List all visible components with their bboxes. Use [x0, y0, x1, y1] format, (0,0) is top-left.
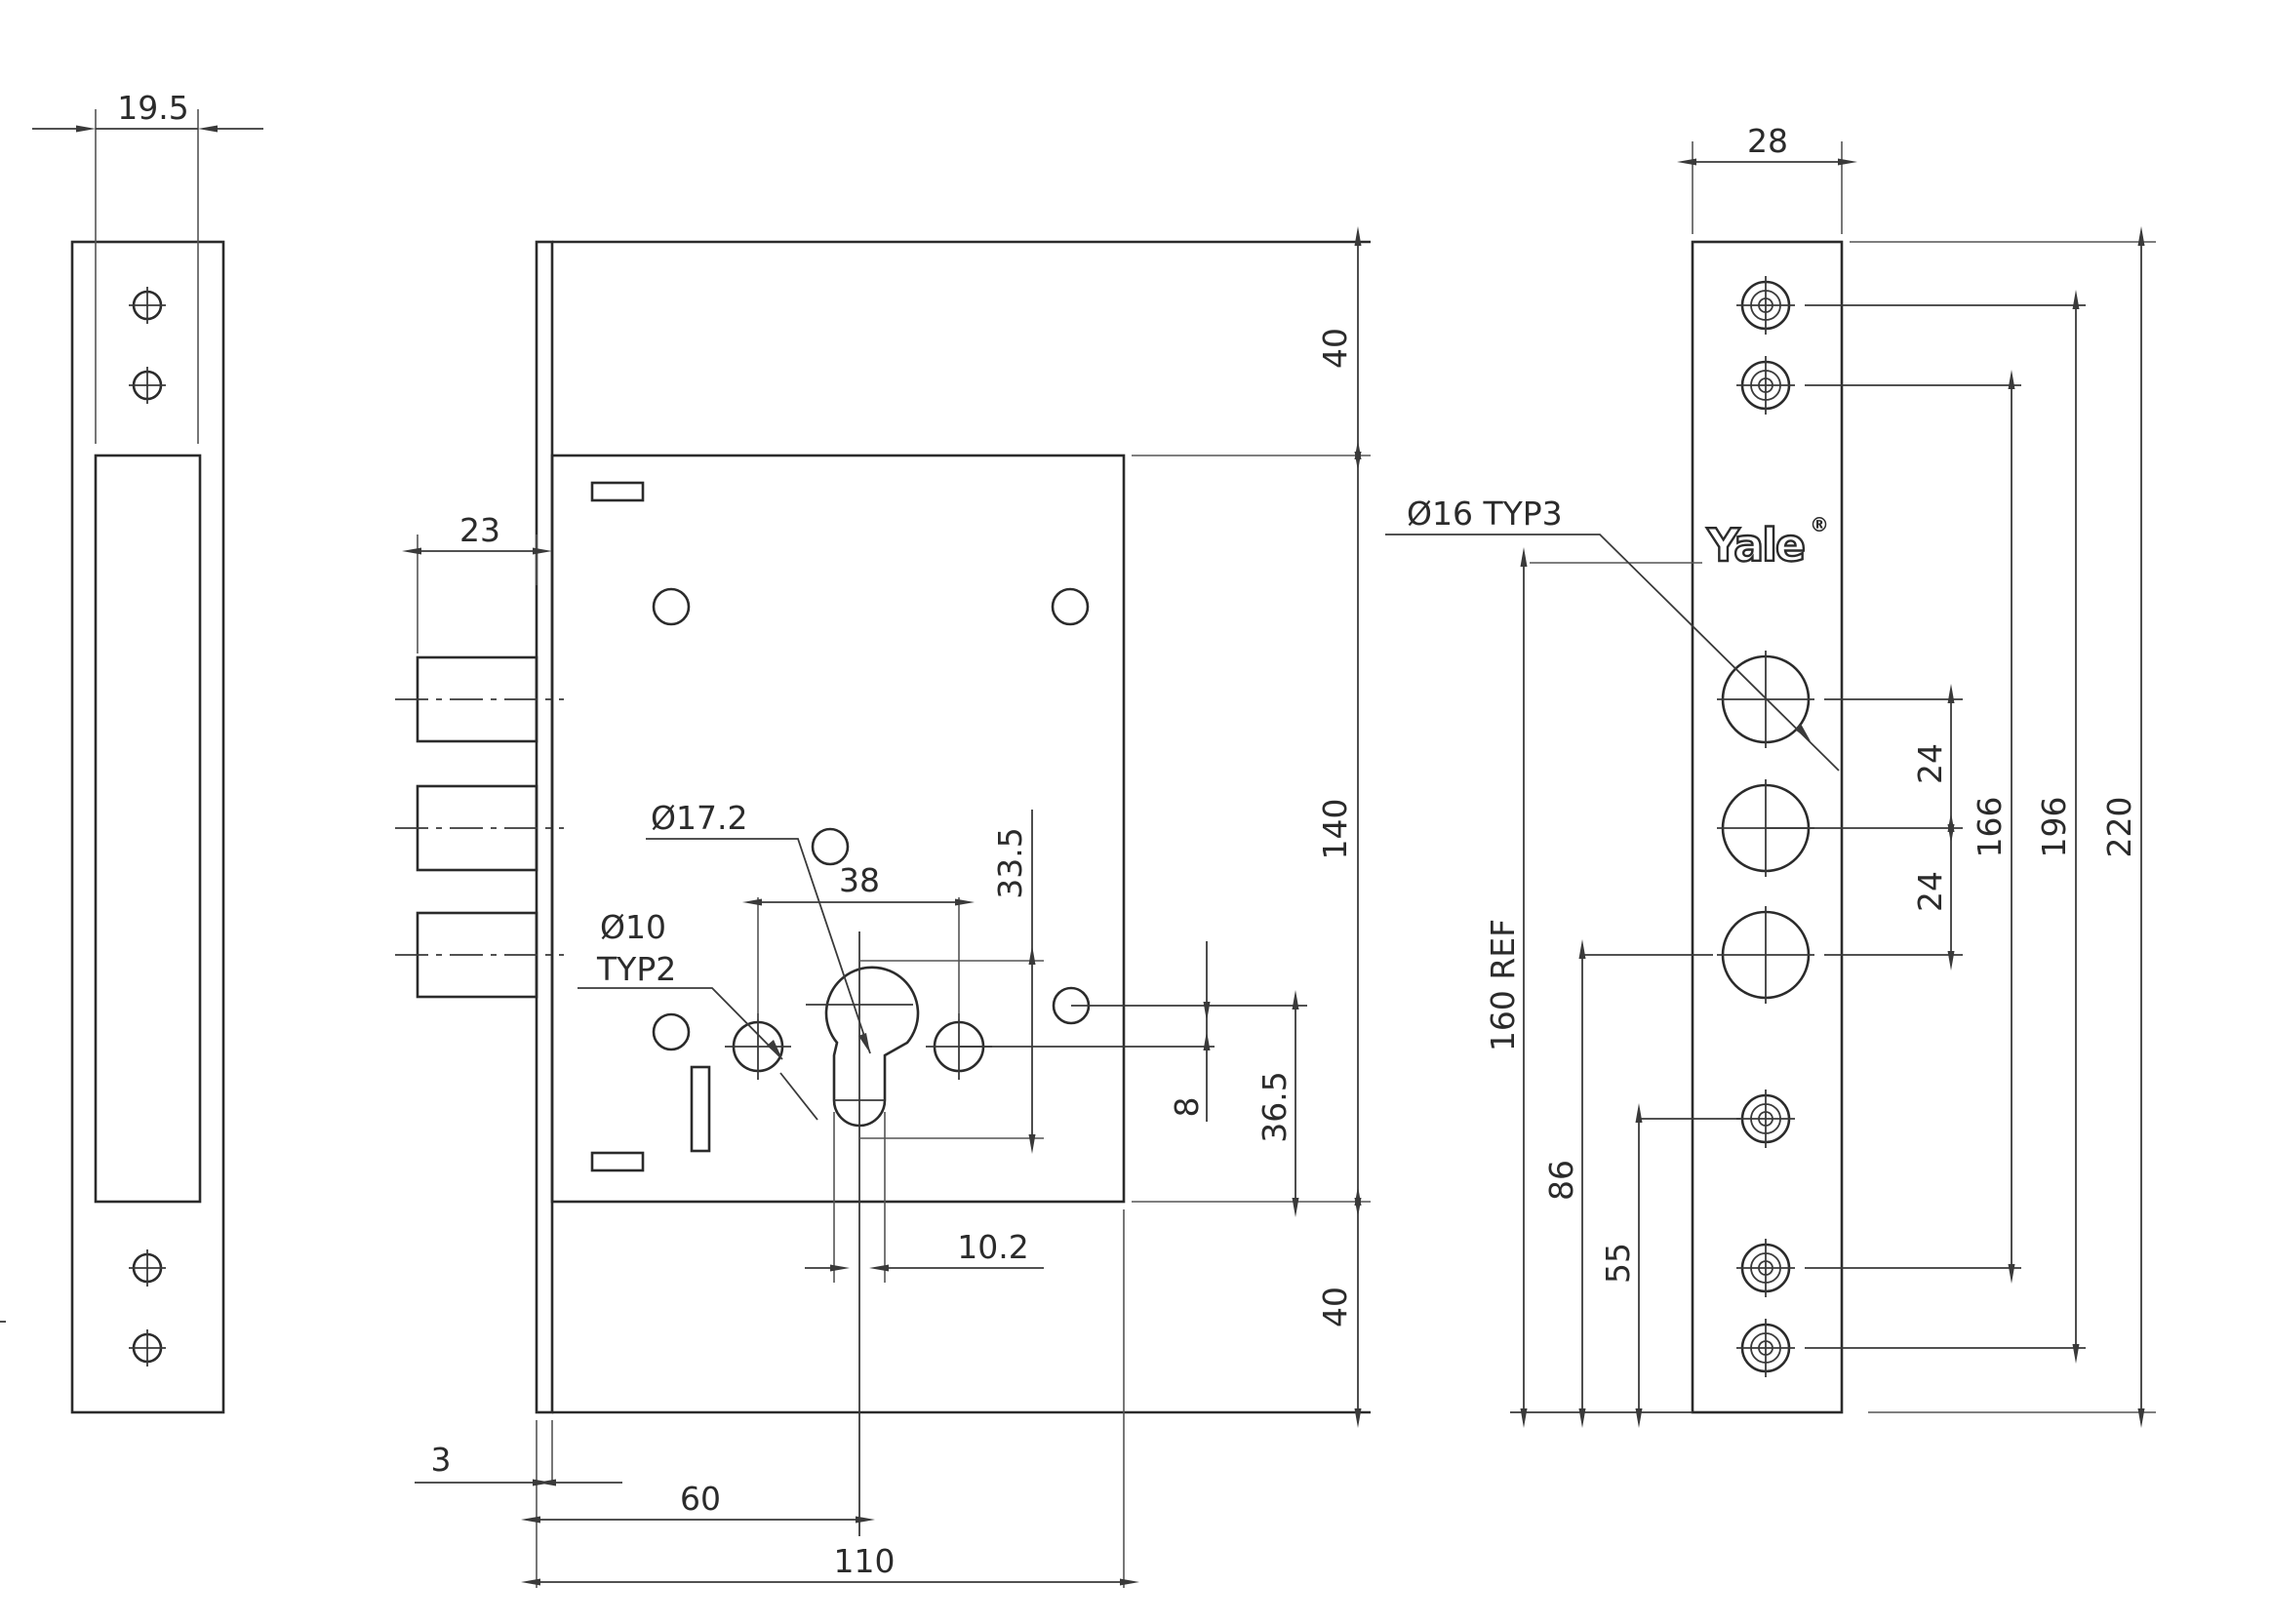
countersunk-hole-icon [1736, 1319, 1795, 1377]
dim-case-depth: 110 [834, 1542, 896, 1580]
dim-spindle-distance: 38 [839, 861, 880, 899]
spindle-hole-icon [725, 1013, 791, 1080]
screw-hole-icon [129, 367, 166, 404]
dim-height-86: 86 [1542, 1160, 1580, 1201]
screw-hole-icon [129, 1249, 166, 1287]
dim-spindle-hole-diameter: Ø10 [600, 908, 666, 946]
logo-registered-mark: ® [1810, 513, 1829, 536]
dim-cylinder-width: 10.2 [957, 1228, 1028, 1266]
screw-hole-icon [129, 1329, 166, 1367]
dim-strike-width: 28 [1747, 122, 1788, 160]
lock-case [550, 454, 1126, 1204]
dim-case-top: 40 [1316, 328, 1354, 369]
dim-case-height: 140 [1316, 799, 1354, 860]
dim-span-220: 220 [2100, 797, 2138, 858]
countersunk-hole-icon [1736, 1089, 1795, 1148]
lock-body-view: 23 40 140 40 Ø17.2 38 33.5 Ø10 TYP2 8 36… [395, 226, 1371, 1588]
dim-backset: 60 [680, 1480, 721, 1518]
dim-case-to-hole: 36.5 [1255, 1071, 1294, 1142]
faceplate-outline [70, 240, 225, 1414]
lock-front-plate [535, 240, 554, 1414]
faceplate-screw-holes [129, 287, 166, 1367]
dim-height-55: 55 [1599, 1243, 1637, 1284]
countersunk-hole-icon [1736, 276, 1795, 335]
strike-bolt-holes [1717, 651, 1814, 1004]
countersunk-hole-icon [1736, 1239, 1795, 1297]
dim-span-166: 166 [1971, 797, 2009, 858]
bolts [395, 655, 564, 999]
dim-cylinder-diameter: Ø17.2 [651, 799, 747, 837]
dim-spindle-hole-qty: TYP2 [596, 950, 676, 988]
cylinder-cutout [824, 966, 920, 1128]
dim-offset-8: 8 [1168, 1097, 1206, 1118]
strike-plate-outline [1691, 240, 1844, 1414]
dim-case-bottom: 40 [1316, 1287, 1354, 1327]
strike-screw-holes [1736, 276, 1795, 1377]
dim-bolt-throw: 23 [459, 511, 500, 549]
dim-strike-hole-diameter: Ø16 TYP3 [1407, 495, 1563, 533]
faceplate-slot [94, 454, 202, 1204]
dim-cylinder-height: 33.5 [991, 827, 1029, 898]
dim-plate-thickness: 3 [431, 1441, 452, 1479]
dim-hole-spacing-lower: 24 [1911, 871, 1949, 912]
bolt-hole-icon [1717, 906, 1814, 1004]
yale-logo: Yale ® [1705, 513, 1829, 573]
dim-hole-spacing-upper: 24 [1911, 743, 1949, 784]
strike-plate-view: Yale ® 28 Ø16 TYP3 24 24 166 [1385, 122, 2156, 1428]
dim-span-196: 196 [2035, 797, 2073, 858]
logo-text: Yale [1706, 519, 1804, 572]
faceplate-view: 19.5 [0, 89, 263, 1414]
screw-hole-icon [129, 287, 166, 324]
dim-faceplate-width: 19.5 [117, 89, 188, 127]
dim-ref-160: 160 REF [1484, 919, 1522, 1051]
countersunk-hole-icon [1736, 356, 1795, 415]
